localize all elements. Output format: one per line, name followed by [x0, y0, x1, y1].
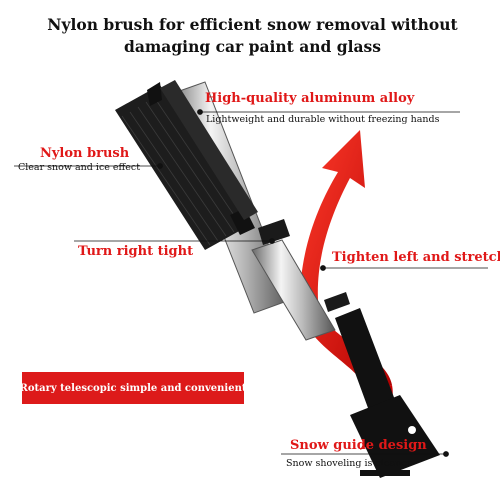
- nylon-brush-head: [115, 80, 258, 250]
- brush-desc: Clear snow and ice effect: [18, 162, 141, 173]
- headline: Nylon brush for efficient snow removal w…: [47, 15, 458, 56]
- tighten-left-title: Tighten left and stretch: [332, 250, 500, 265]
- aluminum-title: High-quality aluminum alloy: [205, 91, 415, 106]
- turn-right-title: Turn right tight: [78, 244, 194, 259]
- aluminum-desc: Lightweight and durable without freezing…: [206, 114, 440, 125]
- feature-badge: Rotary telescopic simple and convenient: [20, 372, 246, 404]
- snow-guide-title: Snow guide design: [290, 438, 427, 453]
- snow-guide-desc: Snow shoveling is cleaner: [286, 458, 412, 469]
- handle-and-scraper: [335, 308, 440, 478]
- brush-title: Nylon brush: [40, 146, 130, 161]
- callout-lines: [14, 109, 488, 457]
